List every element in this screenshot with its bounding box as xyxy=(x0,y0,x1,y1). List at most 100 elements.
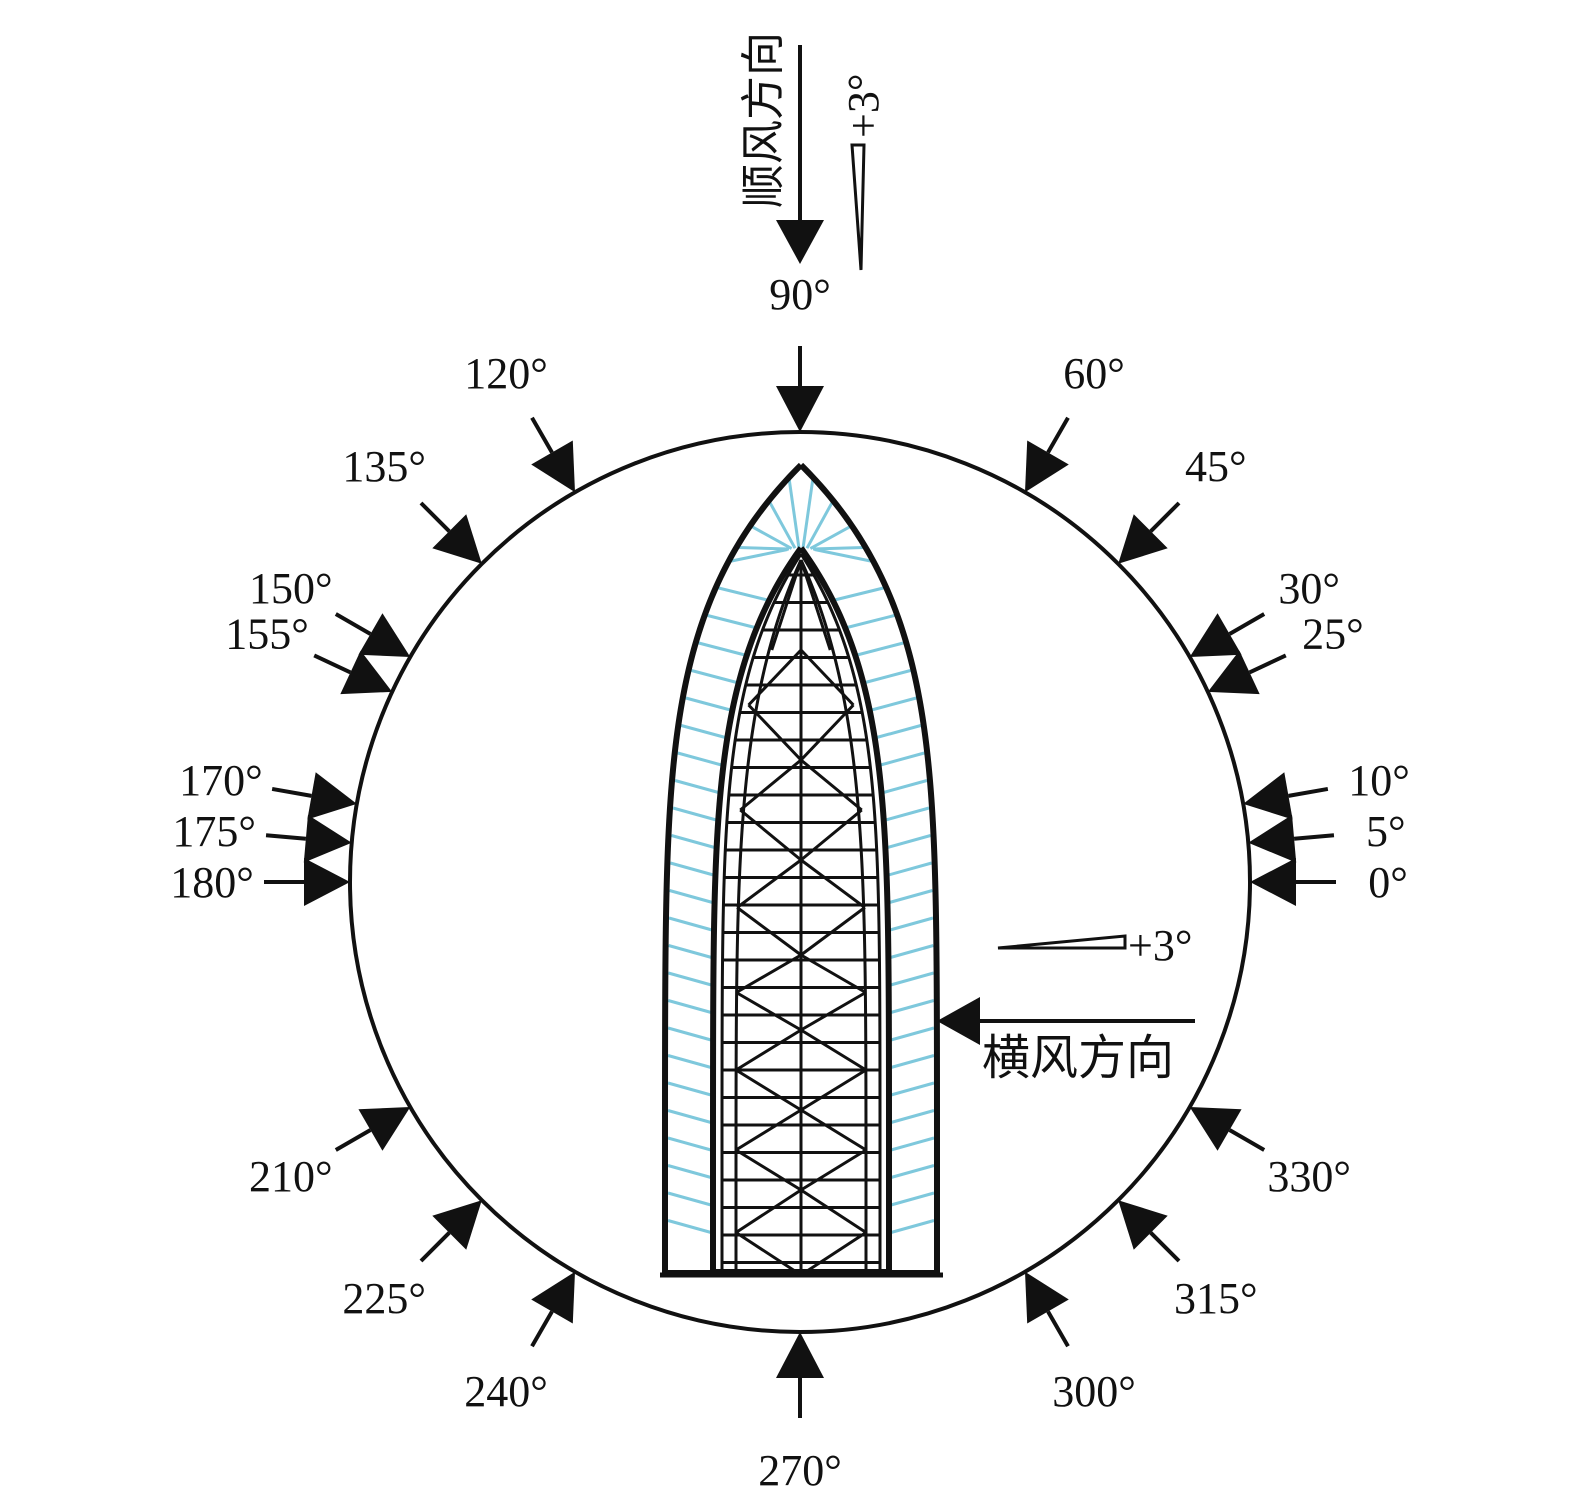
angle-label: 120° xyxy=(464,349,548,398)
arrow-shaft xyxy=(530,416,554,454)
wind-arrow-25: 25° xyxy=(1207,610,1364,695)
arrow-shaft xyxy=(1288,786,1329,798)
arrow-shaft xyxy=(1248,653,1287,675)
cable-line xyxy=(667,1109,712,1124)
cable-line xyxy=(846,614,895,629)
arrow-head xyxy=(304,858,350,906)
cable-line xyxy=(668,916,713,932)
cable-line xyxy=(667,1164,712,1179)
cable-line xyxy=(812,546,864,551)
wind-arrow-135: 135° xyxy=(342,442,482,564)
wind-arrow-225: 225° xyxy=(342,1200,482,1323)
brace xyxy=(800,906,866,957)
cable-line xyxy=(667,1026,712,1042)
tilt-wedge-right xyxy=(997,934,1127,950)
arrow-shaft xyxy=(313,653,352,675)
cable-line xyxy=(801,477,815,549)
angle-label: 240° xyxy=(464,1367,548,1416)
cable-line xyxy=(856,641,904,657)
arrow-shaft xyxy=(419,1231,451,1263)
arrow-shaft xyxy=(334,1128,372,1152)
cable-line xyxy=(707,614,756,629)
angle-label: 300° xyxy=(1052,1367,1136,1416)
cable-line xyxy=(890,1164,935,1179)
arrow-shaft xyxy=(1046,416,1070,454)
arrow-head xyxy=(1189,613,1242,657)
brace xyxy=(735,1068,802,1112)
crosswind-label: 横风方向 xyxy=(982,1032,1174,1085)
arrow-head xyxy=(776,386,824,432)
wind-arrow-90: 90° xyxy=(769,270,831,432)
brace xyxy=(747,703,803,762)
wind-arrow-10: 10° xyxy=(1243,756,1410,820)
crosswind-arrow-head xyxy=(937,997,980,1045)
cable-line xyxy=(718,586,768,602)
arrow-head xyxy=(432,514,482,564)
wind-arrow-60: 60° xyxy=(1025,349,1125,493)
brace xyxy=(735,1188,802,1234)
brace xyxy=(800,1028,867,1072)
wind-arrow-315: 315° xyxy=(1118,1200,1258,1323)
wind-arrow-5: 5° xyxy=(1248,807,1406,863)
angle-label: 180° xyxy=(170,858,254,907)
wind-arrow-330: 330° xyxy=(1189,1107,1351,1201)
cable-line xyxy=(669,861,714,877)
cable-line xyxy=(667,1219,712,1234)
cable-line xyxy=(890,1026,935,1042)
cable-line xyxy=(787,477,801,549)
arrow-head xyxy=(1025,440,1069,493)
angle-label: 330° xyxy=(1267,1152,1351,1201)
arrow-head xyxy=(531,440,575,493)
arrow-head xyxy=(432,1200,482,1250)
arrow-head xyxy=(1118,1200,1168,1250)
brace xyxy=(800,808,863,862)
cable-line xyxy=(890,1081,935,1097)
cable-line xyxy=(890,999,935,1014)
arrow-shaft xyxy=(530,1310,554,1348)
wind-arrow-45: 45° xyxy=(1118,442,1247,564)
angle-label: 25° xyxy=(1302,610,1364,659)
brace xyxy=(800,1148,867,1192)
arrow-shaft xyxy=(271,786,312,798)
cable-line xyxy=(864,669,911,684)
brace xyxy=(800,858,866,909)
arrow-head xyxy=(1250,858,1296,906)
downwind-label: 顺风方向 xyxy=(739,32,788,208)
arrow-head xyxy=(1118,514,1168,564)
cable-line xyxy=(667,1081,712,1097)
angle-label: 170° xyxy=(179,756,263,805)
wind-arrow-0: 0° xyxy=(1250,858,1408,907)
cable-line xyxy=(667,1136,712,1152)
angle-label: 175° xyxy=(172,807,256,856)
angle-label: 155° xyxy=(225,610,309,659)
brace xyxy=(799,703,855,762)
cable-line xyxy=(668,944,713,959)
brace xyxy=(747,648,803,707)
arrow-shaft xyxy=(1149,501,1181,533)
arrow-head xyxy=(1207,650,1260,695)
brace xyxy=(736,906,802,957)
cable-line xyxy=(691,669,738,684)
wind-arrow-120: 120° xyxy=(464,349,575,493)
cable-line xyxy=(667,1191,712,1207)
arrow-head xyxy=(340,650,393,695)
cable-line xyxy=(814,548,872,563)
brace xyxy=(800,1188,867,1234)
brace xyxy=(799,559,832,651)
arrow-shaft xyxy=(334,612,372,636)
angle-label: 0° xyxy=(1368,858,1408,907)
brace xyxy=(735,1108,802,1152)
arrow-head xyxy=(776,1332,824,1378)
arrow-head xyxy=(1248,814,1297,863)
arrow-head xyxy=(1189,1107,1242,1151)
cable-line xyxy=(876,724,922,739)
building-elevation xyxy=(660,462,943,1278)
cable-line xyxy=(672,806,717,822)
angle-label: 225° xyxy=(342,1274,426,1323)
angle-label: 210° xyxy=(249,1152,333,1201)
brace xyxy=(799,648,855,707)
cable-line xyxy=(890,1136,935,1152)
wind-arrow-300: 300° xyxy=(1025,1271,1136,1416)
